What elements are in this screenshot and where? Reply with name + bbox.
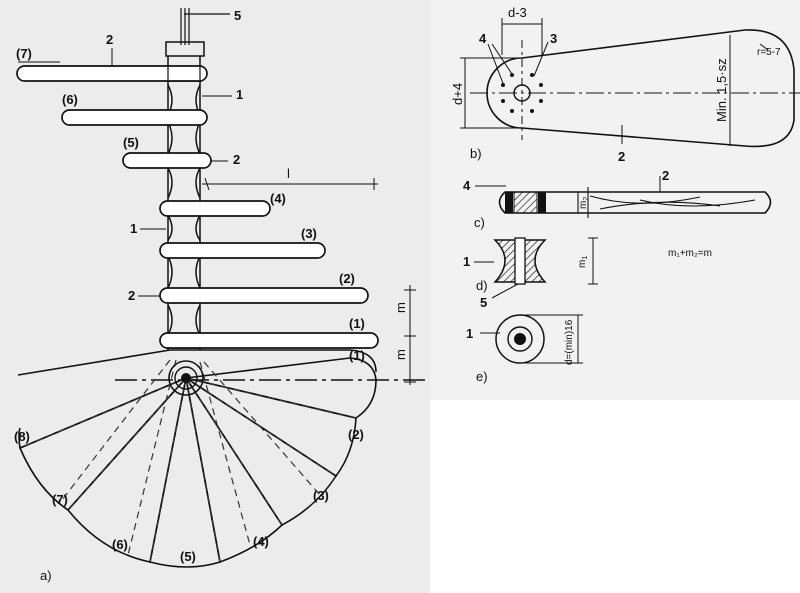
label-hole-3: 3 xyxy=(550,31,557,46)
rod-section xyxy=(181,373,191,383)
step-label-1-side: (1) xyxy=(349,316,365,331)
tread-6 xyxy=(61,109,208,126)
dim-m-lower: m xyxy=(393,349,408,360)
formula-m1-m2: m₁+m₂=m xyxy=(668,248,712,259)
label-spacer-1-d: 1 xyxy=(463,254,470,269)
step-label-5-plan: (5) xyxy=(180,549,196,564)
step-label-7-side: (7) xyxy=(16,46,32,61)
view-b-e-background xyxy=(430,0,800,400)
step-label-3-plan: (3) xyxy=(313,488,329,503)
dimension-l xyxy=(202,177,378,191)
step-label-5-side: (5) xyxy=(123,135,139,150)
view-d-spacer-section: 1 m1 m₁+m₂=m d) 5 xyxy=(463,237,712,310)
view-e-spacer-plan: 1 d=(min)16 e) xyxy=(466,314,583,384)
step-label-4-plan: (4) xyxy=(253,534,269,549)
label-tread-2-b: 2 xyxy=(618,149,625,164)
label-dowel-4-c: 4 xyxy=(463,178,471,193)
dim-diameter: d=(min)16 xyxy=(564,319,575,365)
dim-l: l xyxy=(287,166,290,181)
label-spacer-1-b: 1 xyxy=(130,221,137,236)
dim-radius: r=5-7 xyxy=(757,47,781,58)
label-tread-2-c: 2 xyxy=(662,168,669,183)
label-spacer-1-e: 1 xyxy=(466,326,473,341)
treads-side-view xyxy=(16,65,379,349)
step-label-2-side: (2) xyxy=(339,271,355,286)
step-label-1-plan: (1) xyxy=(349,348,365,363)
step-label-4-side: (4) xyxy=(270,191,286,206)
label-tread-2-top: 2 xyxy=(106,32,113,47)
label-rod-5-d: 5 xyxy=(480,295,487,310)
tread-5 xyxy=(122,152,212,169)
tread-section-outline xyxy=(498,191,772,214)
base-step-outline xyxy=(17,349,377,376)
plan-view-steps xyxy=(18,357,377,568)
view-label-b: b) xyxy=(470,146,482,161)
dowel-dots xyxy=(501,73,543,113)
step-label-7-plan: (7) xyxy=(52,492,68,507)
view-label-d: d) xyxy=(476,278,488,293)
dim-m1: m1 xyxy=(577,256,589,268)
label-dowel-4-b: 4 xyxy=(479,31,487,46)
rod xyxy=(165,8,230,57)
step-label-2-plan: (2) xyxy=(348,427,364,442)
label-spacer-1-a: 1 xyxy=(236,87,243,102)
step-label-8-plan: (8) xyxy=(14,429,30,444)
dim-min-width: Min. 1,5·sz xyxy=(714,58,729,122)
view-label-c: c) xyxy=(474,215,485,230)
view-a-elevation: 5 2 (7) 1 (6) (5) 2 l (4) 1 (3) (2) 2 (1… xyxy=(14,8,430,583)
tread-1 xyxy=(159,332,379,349)
view-c-tread-section: 4 2 m2 c) xyxy=(463,168,772,230)
dim-m-upper: m xyxy=(393,302,408,313)
view-label-e: e) xyxy=(476,369,488,384)
label-tread-2-low: 2 xyxy=(128,288,135,303)
dim-d-minus-3: d-3 xyxy=(508,5,527,20)
dim-d-plus-4: d+4 xyxy=(450,83,465,105)
view-b-tread-plan: d-3 d+4 Min. 1,5·sz r=5-7 4 3 2 b) xyxy=(450,5,800,164)
label-tread-2-mid: 2 xyxy=(233,152,240,167)
dim-m2: m2 xyxy=(578,197,590,209)
tread-7 xyxy=(16,65,208,82)
step-label-3-side: (3) xyxy=(301,226,317,241)
view-label-a: a) xyxy=(40,568,52,583)
step-label-6-plan: (6) xyxy=(112,537,128,552)
tread-4 xyxy=(159,200,271,217)
step-label-6-side: (6) xyxy=(62,92,78,107)
dimension-m xyxy=(404,285,416,385)
tread-3 xyxy=(159,242,326,259)
tread-2 xyxy=(159,287,369,304)
label-rod-5: 5 xyxy=(234,8,241,23)
